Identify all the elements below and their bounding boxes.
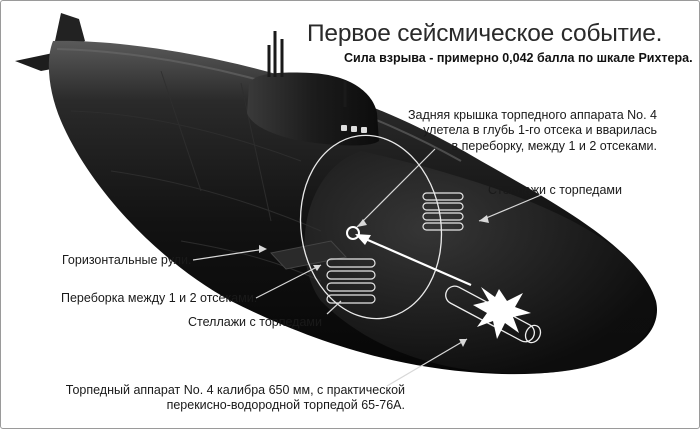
label-torpedo-racks-bottom: Стеллажи с торпедами xyxy=(188,315,322,329)
torpedo-rack-lower xyxy=(326,258,376,304)
tail-fin xyxy=(55,13,85,49)
sail-windows xyxy=(341,125,367,133)
label-bulkhead: Переборка между 1 и 2 отсеками. xyxy=(61,291,258,305)
cover-trajectory xyxy=(360,235,472,287)
trajectory-arrowhead xyxy=(355,234,371,245)
label-torpedo-racks-top: Стеллажи с торпедами xyxy=(488,183,622,197)
masts xyxy=(267,31,347,107)
label-horizontal-rudders: Горизонтальные рули. xyxy=(62,253,192,267)
label-rear-cover: Задняя крышка торпедного аппарата No. 4 … xyxy=(389,108,657,154)
horizontal-rudder xyxy=(270,240,347,270)
diagram-subtitle: Сила взрыва - примерно 0,042 балла по шк… xyxy=(344,51,693,65)
callout-lines xyxy=(192,148,542,387)
callout-arrowheads xyxy=(259,215,489,347)
hull-plate-lines xyxy=(70,70,322,282)
torpedo-rack-upper xyxy=(422,192,464,231)
label-torpedo-tube-line: перекисно-водородной торпедой 65-76А. xyxy=(166,398,405,413)
bulkhead-outline xyxy=(299,134,443,320)
label-torpedo-tube-line: Торпедный аппарат No. 4 калибра 650 мм, … xyxy=(65,383,405,397)
cover-impact-point xyxy=(346,226,360,240)
diagram-title: Первое сейсмическое событие. xyxy=(307,20,663,47)
explosion-burst xyxy=(473,287,531,339)
label-torpedo-tube: Торпедный аппарат No. 4 калибра 650 мм, … xyxy=(55,383,405,414)
bow xyxy=(304,151,655,374)
hull-highlight xyxy=(56,48,462,162)
label-rear-cover-line: Задняя крышка торпедного аппарата No. 4 xyxy=(407,108,657,122)
label-rear-cover-line: в переборку, между 1 и 2 отсеками. xyxy=(451,138,657,153)
label-rear-cover-line: улетела в глубь 1-го отсека и вварилась xyxy=(423,123,657,138)
